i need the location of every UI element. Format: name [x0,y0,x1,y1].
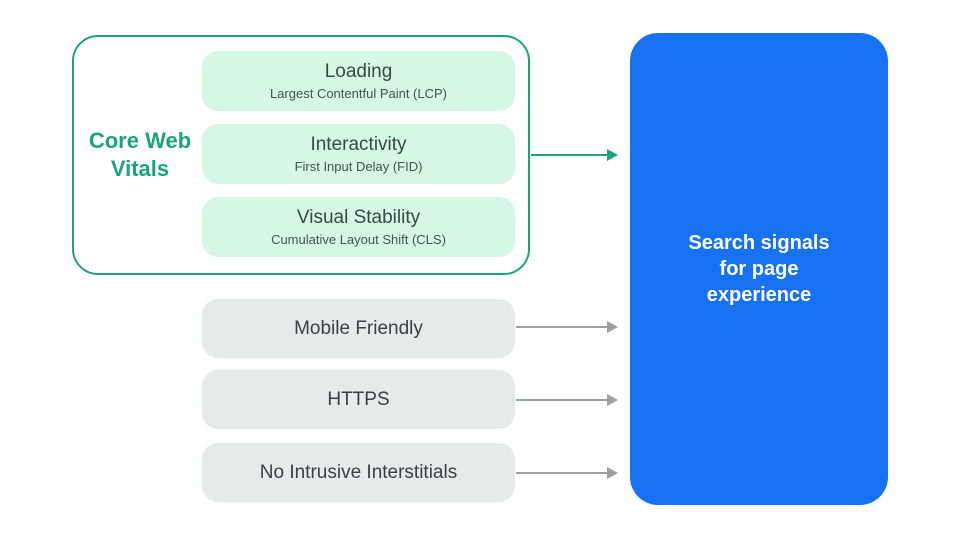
cwv-item-title: Visual Stability [296,207,421,228]
cwv-item-visual-stability: Visual Stability Cumulative Layout Shift… [202,197,515,257]
cwv-item-title: Loading [324,61,393,82]
signal-box-no-intrusive-interstitials: No Intrusive Interstitials [202,443,515,502]
core-web-vitals-group: Core Web Vitals Loading Largest Contentf… [72,35,530,275]
arrow-cwv-to-search-signals [531,149,618,161]
cwv-item-subtitle: Cumulative Layout Shift (CLS) [271,232,446,247]
core-web-vitals-items: Loading Largest Contentful Paint (LCP) I… [202,51,515,257]
search-signals-line-3: experience [706,284,812,306]
cwv-item-loading: Loading Largest Contentful Paint (LCP) [202,51,515,111]
search-signals-label: Search signals for page experience [688,230,829,308]
search-signals-line-1: Search signals [688,232,830,254]
search-signals-box: Search signals for page experience [630,33,888,505]
arrow-mobile-friendly-to-search-signals [516,321,618,333]
search-signals-line-2: for page [719,258,799,280]
cwv-item-subtitle: First Input Delay (FID) [294,159,423,174]
signal-box-mobile-friendly: Mobile Friendly [202,299,515,358]
arrow-https-to-search-signals [516,394,618,406]
cwv-item-interactivity: Interactivity First Input Delay (FID) [202,124,515,184]
core-web-vitals-label: Core Web Vitals [88,128,192,181]
cwv-item-subtitle: Largest Contentful Paint (LCP) [269,86,448,101]
signal-box-https: HTTPS [202,370,515,429]
arrow-interstitials-to-search-signals [516,467,618,479]
cwv-item-title: Interactivity [310,134,407,155]
